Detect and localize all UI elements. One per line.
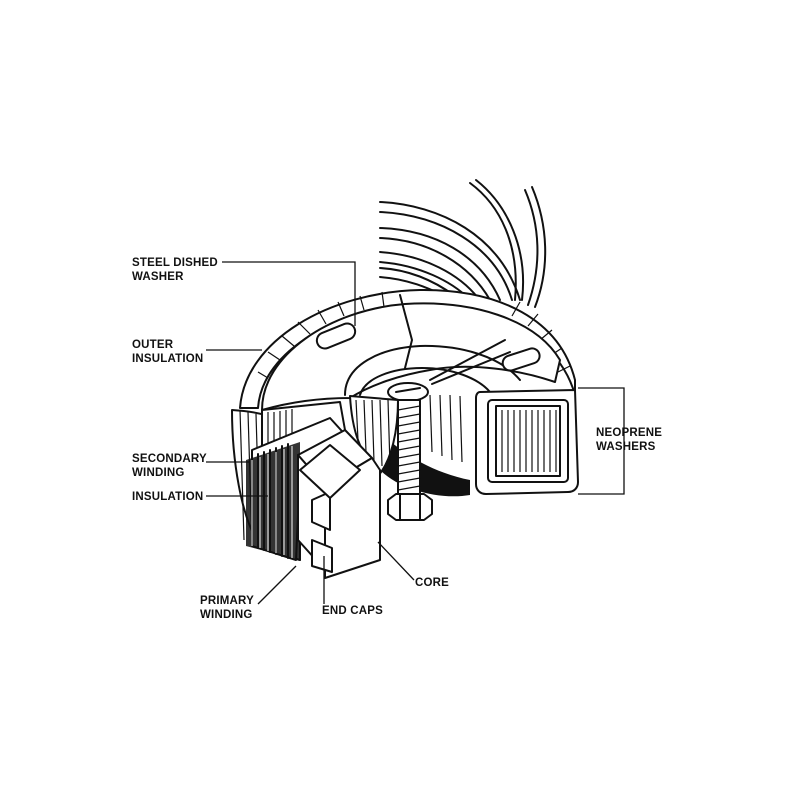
label-neoprene-washers: NEOPRENE WASHERS (578, 387, 662, 495)
label-outer-insulation: OUTER INSULATION (132, 339, 262, 365)
neoprene-washer-section (475, 389, 579, 495)
core-and-end-caps (297, 429, 381, 579)
center-bolt (387, 382, 433, 521)
label-primary-winding-line1: PRIMARY (200, 595, 254, 607)
label-insulation: INSULATION (132, 491, 268, 503)
label-insulation-text: INSULATION (132, 491, 203, 503)
label-steel-dished-washer: STEEL DISHED WASHER (132, 257, 356, 326)
label-secondary-winding: SECONDARY WINDING (132, 453, 250, 479)
label-secondary-winding-line2: WINDING (132, 467, 185, 479)
label-primary-winding-line2: WINDING (200, 609, 253, 621)
label-outer-insulation-line1: OUTER (132, 339, 174, 351)
label-core-text: CORE (415, 577, 449, 589)
label-core: CORE (377, 541, 449, 589)
label-steel-dished-washer-line2: WASHER (132, 271, 184, 283)
label-end-caps: END CAPS (322, 556, 383, 617)
lead-wires (379, 179, 547, 308)
label-outer-insulation-line2: INSULATION (132, 353, 203, 365)
center-cavity (349, 394, 470, 497)
label-neoprene-washers-line1: NEOPRENE (596, 427, 662, 439)
label-primary-winding: PRIMARY WINDING (200, 565, 297, 621)
label-neoprene-washers-line2: WASHERS (596, 441, 656, 453)
label-secondary-winding-line1: SECONDARY (132, 453, 207, 465)
label-end-caps-text: END CAPS (322, 605, 383, 617)
label-steel-dished-washer-line1: STEEL DISHED (132, 257, 218, 269)
